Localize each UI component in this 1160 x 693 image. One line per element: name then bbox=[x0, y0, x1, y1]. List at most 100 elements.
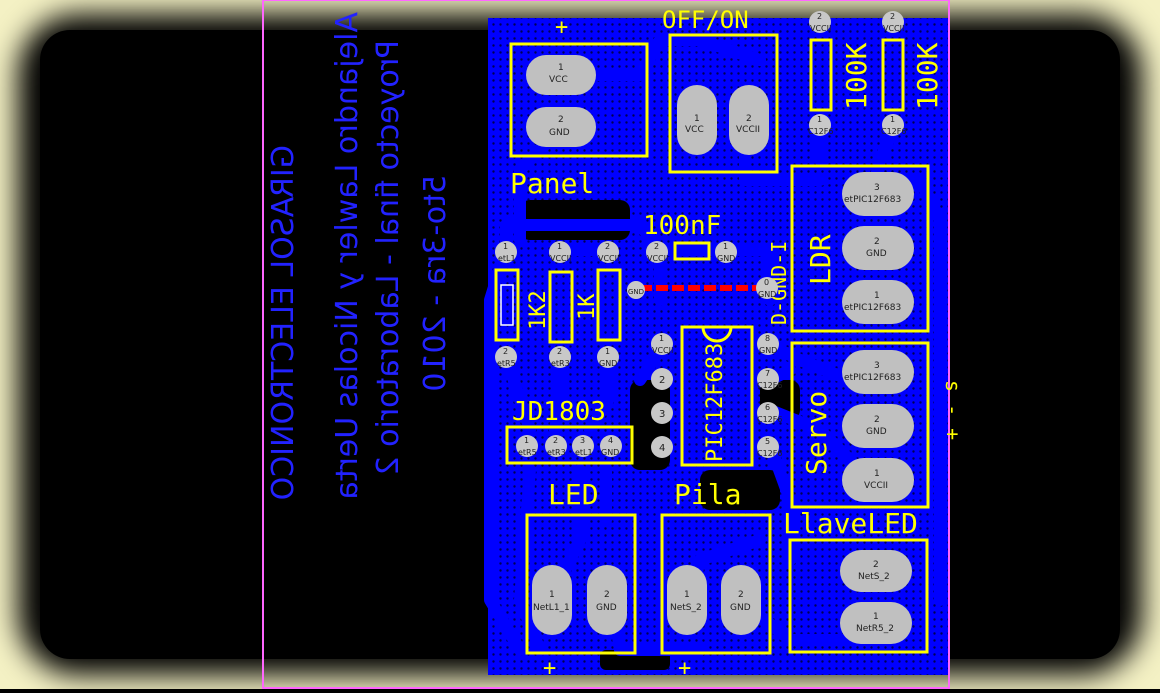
pin-number: 2 bbox=[873, 560, 879, 570]
pin-net: etPIC12F683 bbox=[844, 303, 901, 313]
pin-net: VCCII bbox=[647, 254, 668, 263]
pin-number: 2 bbox=[738, 590, 744, 600]
switch-pad-2 bbox=[729, 85, 769, 155]
pin-number: 2 bbox=[659, 375, 665, 386]
pin-number: 0 bbox=[764, 278, 769, 287]
pin-number: 1 bbox=[874, 469, 880, 479]
led-connector[interactable]: LED 1 NetL1_1 2 GND + bbox=[525, 478, 637, 681]
resistor-1k[interactable]: 2 VCCII 1K 1 GND bbox=[575, 241, 622, 368]
pin-net: NetL1_1 bbox=[533, 603, 570, 613]
pin-net: GND bbox=[866, 249, 887, 259]
resistor-1k2[interactable]: 1 VCCII 1K2 2 etR3 bbox=[526, 241, 574, 368]
pin-net: GND bbox=[759, 346, 777, 355]
pin-net: C12F6 bbox=[881, 127, 906, 136]
resistor-100k-b[interactable]: 2 VCCII 1 C12F6 100K bbox=[881, 11, 944, 136]
pin-number: 1 bbox=[558, 63, 564, 73]
switch-pad-1 bbox=[677, 85, 717, 155]
pin-net: VCCII bbox=[810, 24, 831, 33]
pin-number: 1 bbox=[874, 291, 880, 301]
panel-connector[interactable]: + Panel 1 VCC 2 GND bbox=[509, 15, 649, 200]
jd1803-header[interactable]: JD1803 1 etR5 2 etR3 3 etL1 4 GND bbox=[505, 397, 634, 465]
r1k-label: 1K bbox=[575, 293, 600, 320]
pin-number: 1 bbox=[605, 347, 610, 356]
jd1803-label: JD1803 bbox=[512, 397, 606, 427]
pin-number: 1 bbox=[873, 612, 879, 622]
pin-net: C12F6 bbox=[757, 381, 782, 390]
misc-pads: GND 0 GND bbox=[627, 277, 778, 299]
pin-net: VCC bbox=[685, 125, 704, 135]
pin-number: 1 bbox=[694, 114, 700, 124]
ic-pic12f683[interactable]: PIC12F683 1 VCCII 2 3 4 8 GND 7 C12F6 6 … bbox=[651, 325, 782, 467]
board-outline bbox=[262, 0, 950, 689]
servo-side-label: s - + bbox=[941, 380, 965, 440]
resistor-100k-a[interactable]: 2 VCCII 1 C12F6 100K bbox=[808, 11, 873, 136]
pin-net: GND bbox=[601, 448, 619, 457]
pin-number: 3 bbox=[659, 409, 665, 420]
pin-net: VCCII bbox=[652, 346, 673, 355]
panel-plus: + bbox=[555, 15, 568, 40]
pin-number: 3 bbox=[874, 183, 880, 193]
pin-net: VCCII bbox=[883, 24, 904, 33]
pin-number: 2 bbox=[654, 242, 659, 251]
pila-label: Pila bbox=[674, 478, 741, 511]
pin-net: VCC bbox=[549, 75, 568, 85]
switch-label: OFF/ON bbox=[662, 6, 749, 34]
pin-number: 2 bbox=[558, 115, 564, 125]
pin-number: 1 bbox=[659, 334, 664, 343]
switch-connector[interactable]: OFF/ON 1 VCC 2 VCCII bbox=[662, 6, 779, 174]
pin-net: NetS_2 bbox=[858, 572, 890, 582]
mirrored-bottom-text: Alejandro Lawler y Nicolas Uerta Proyect… bbox=[266, 12, 453, 500]
pin-number: 5 bbox=[765, 437, 770, 446]
pin-number: 1 bbox=[817, 115, 822, 124]
r1k2-label: 1K2 bbox=[526, 290, 551, 330]
pin-number: 2 bbox=[503, 347, 508, 356]
pin-number: 1 bbox=[890, 115, 895, 124]
pila-connector[interactable]: Pila 1 NetS_2 2 GND + bbox=[660, 478, 772, 681]
pin-number: 8 bbox=[765, 334, 770, 343]
pin-number: 3 bbox=[580, 436, 585, 445]
pin-net: C12F6 bbox=[808, 127, 833, 136]
capacitor-100nf[interactable]: 100nF 2 VCCII 1 GND bbox=[643, 211, 737, 263]
llaveled-connector[interactable]: LlaveLED 2 NetS_2 1 NetR5_2 bbox=[783, 507, 929, 654]
pin-number: 1 bbox=[549, 590, 555, 600]
pin-number: 2 bbox=[890, 12, 895, 21]
pin-net: etR5 bbox=[518, 448, 537, 457]
mirror-text-2: Proyecto final - Laboratorio 2 bbox=[371, 40, 406, 475]
copper-traces bbox=[484, 34, 946, 656]
pin-net: VCCII bbox=[864, 481, 888, 491]
pin-net: etL1 bbox=[498, 254, 516, 263]
pin-number: 2 bbox=[604, 590, 610, 600]
pin-number: 6 bbox=[765, 403, 770, 412]
pin-net: etPIC12F683 bbox=[844, 195, 901, 205]
pin-net: etR5 bbox=[497, 359, 516, 368]
panel-pad-2 bbox=[526, 107, 596, 147]
pin-net: VCCII bbox=[598, 254, 619, 263]
pin-net: GND bbox=[758, 290, 776, 299]
ldr-connector[interactable]: LDR D-GND-I 3 etPIC12F683 2 GND 1 etPIC1… bbox=[767, 164, 930, 333]
pin-number: 1 bbox=[524, 436, 529, 445]
pila-plus: + bbox=[678, 656, 691, 681]
pin-number: 1 bbox=[503, 242, 508, 251]
resistor-r1[interactable]: 1 etL1 2 etR5 bbox=[494, 241, 520, 368]
pin-number: 2 bbox=[817, 12, 822, 21]
pin-number: 2 bbox=[605, 242, 610, 251]
pin-net: GND bbox=[717, 254, 735, 263]
mirror-text-4: GIRASOL ELECTRONICO bbox=[266, 145, 301, 500]
pin-net: GND bbox=[866, 427, 887, 437]
mirror-text-3: 5to-3ra - 2010 bbox=[418, 175, 453, 392]
cap-label: 100nF bbox=[643, 211, 721, 241]
pin-net: GND bbox=[628, 288, 644, 296]
panel-label: Panel bbox=[510, 167, 594, 200]
pin-number: 2 bbox=[874, 415, 880, 425]
pin-net: NetR5_2 bbox=[856, 624, 894, 634]
pin-number: 3 bbox=[874, 361, 880, 371]
pin-number: 1 bbox=[723, 242, 728, 251]
pin-net: C12F6 bbox=[757, 415, 782, 424]
pin-net: C12F6 bbox=[757, 449, 782, 458]
pin-net: etR3 bbox=[547, 448, 566, 457]
servo-connector[interactable]: Servo s - + 3 etPIC12F683 2 GND 1 VCCII bbox=[790, 341, 965, 509]
r100k-b-label: 100K bbox=[911, 42, 944, 110]
pin-net: VCCII bbox=[550, 254, 571, 263]
pin-net: GND bbox=[549, 128, 570, 138]
